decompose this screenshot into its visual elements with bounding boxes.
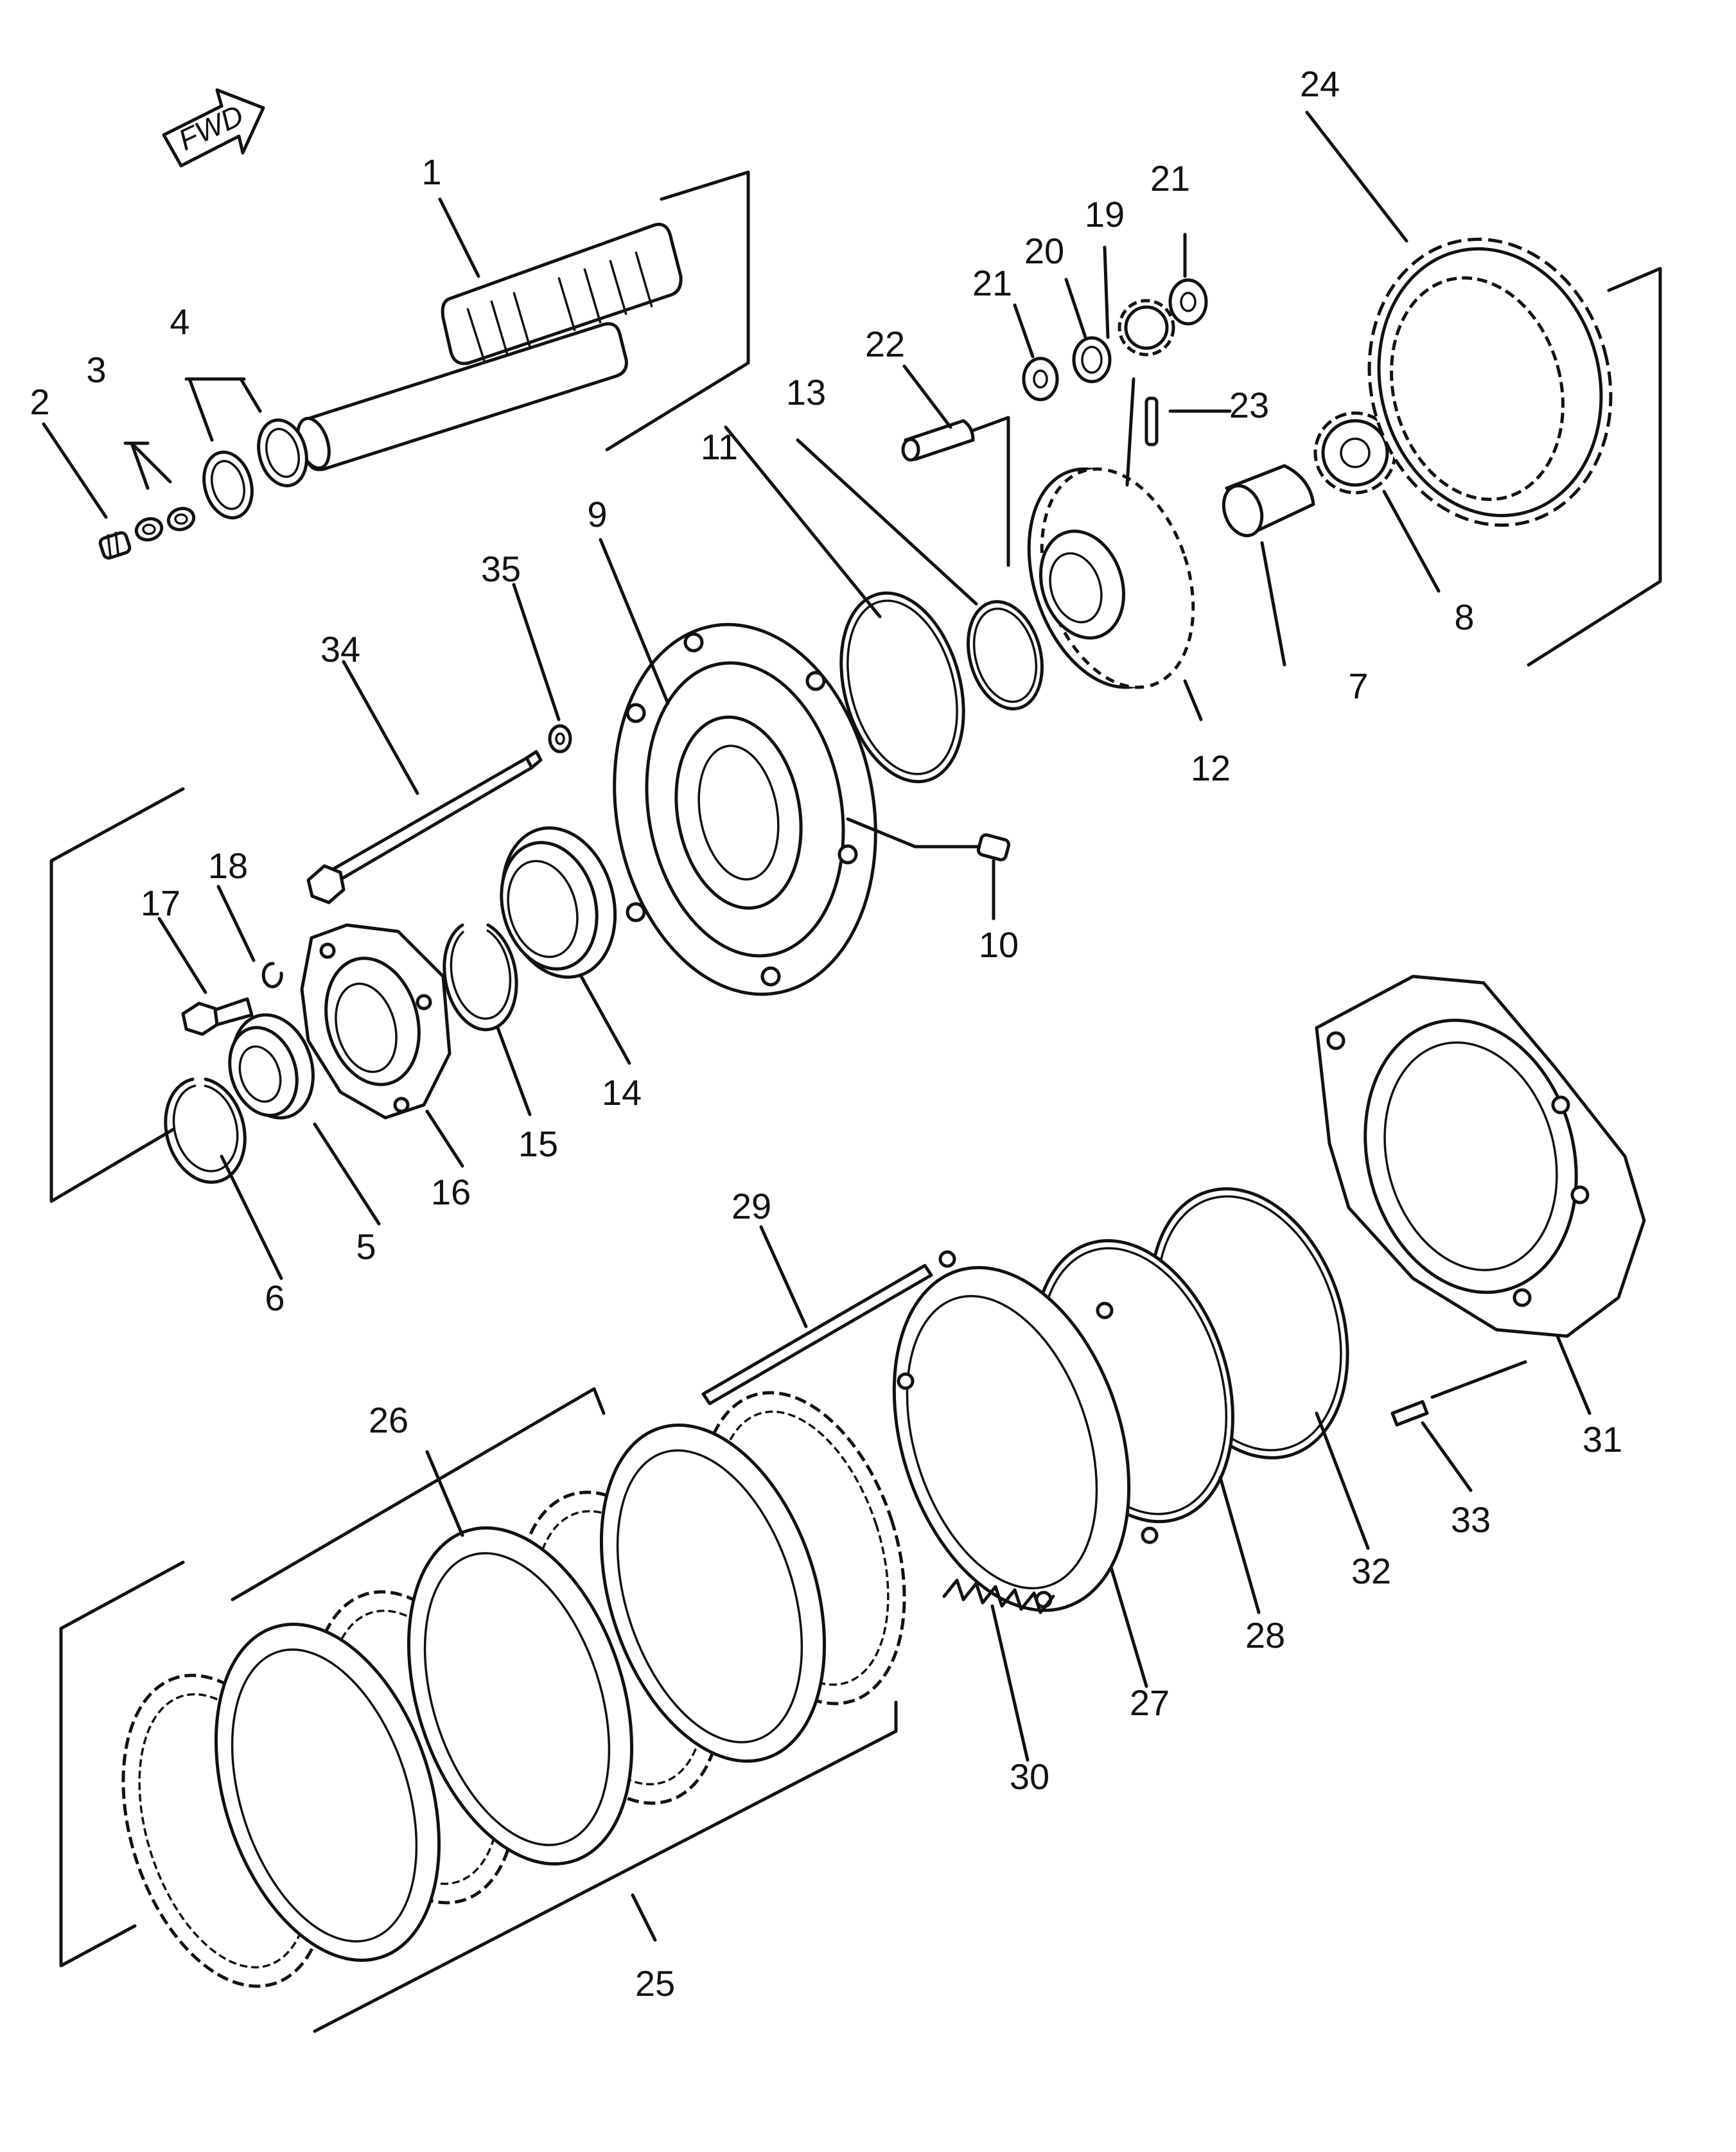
callout-10: 10 bbox=[979, 924, 1019, 965]
callout-26: 26 bbox=[369, 1400, 408, 1440]
callout-33: 33 bbox=[1451, 1499, 1491, 1540]
part-19-planet-gear bbox=[1118, 299, 1175, 357]
part-9-retainer-plate bbox=[613, 622, 877, 996]
part-8-sun-gear bbox=[1313, 411, 1397, 495]
part-26-steel-plates bbox=[214, 1423, 827, 1962]
part-12-planet-carrier bbox=[1027, 377, 1195, 689]
part-29-long-pin bbox=[701, 1264, 933, 1406]
part-7-bushing bbox=[1222, 464, 1315, 538]
callout-14: 14 bbox=[602, 1072, 642, 1113]
callout-23: 23 bbox=[1229, 385, 1269, 425]
callout-3: 3 bbox=[86, 349, 106, 390]
callout-5: 5 bbox=[356, 1226, 376, 1267]
part-31-brake-housing bbox=[1315, 975, 1646, 1338]
callout-6: 6 bbox=[265, 1278, 285, 1318]
part-15-snap-ring bbox=[443, 923, 518, 1032]
callout-15: 15 bbox=[518, 1124, 558, 1164]
callout-9: 9 bbox=[587, 494, 607, 534]
callout-21-a: 21 bbox=[972, 263, 1012, 303]
part-6-snap-ring bbox=[164, 1077, 247, 1184]
part-24-ring-gear bbox=[1367, 237, 1613, 527]
part-11-seal-ring bbox=[839, 591, 965, 784]
part-2-plug bbox=[98, 531, 132, 560]
callout-4: 4 bbox=[170, 301, 189, 342]
callout-29: 29 bbox=[732, 1186, 771, 1226]
callout-12: 12 bbox=[1191, 748, 1231, 788]
fwd-direction-arrow: FWD bbox=[162, 88, 265, 168]
callout-17: 17 bbox=[141, 883, 180, 923]
callout-19: 19 bbox=[1085, 194, 1125, 234]
part-18-lock-washer bbox=[261, 962, 283, 989]
part-34-long-bolt bbox=[306, 750, 543, 904]
leader-lines bbox=[42, 110, 1591, 1942]
callout-35: 35 bbox=[481, 549, 521, 589]
part-1-input-shaft bbox=[296, 222, 683, 472]
callout-24: 24 bbox=[1300, 64, 1340, 104]
callout-11: 11 bbox=[701, 427, 738, 467]
part-21-thrust-washer bbox=[1022, 357, 1059, 401]
part-16-bearing-cap bbox=[300, 923, 452, 1120]
callout-7: 7 bbox=[1348, 666, 1368, 706]
part-5-bearing bbox=[228, 1013, 315, 1120]
group-brackets bbox=[49, 170, 1662, 2033]
part-21-thrust-washer-2 bbox=[1168, 278, 1208, 326]
callout-13: 13 bbox=[786, 372, 826, 412]
part-14-bearing bbox=[500, 826, 617, 979]
callout-30: 30 bbox=[1010, 1756, 1049, 1797]
callout-numbers: 1 2 3 4 5 6 7 8 9 10 11 12 13 14 15 16 1… bbox=[30, 64, 1622, 2004]
callout-21-b: 21 bbox=[1150, 158, 1190, 198]
part-27-piston-plate bbox=[892, 1250, 1159, 1612]
part-10-plug bbox=[846, 817, 1011, 861]
part-35-washer bbox=[548, 724, 572, 754]
callout-32: 32 bbox=[1351, 1551, 1391, 1591]
callout-1: 1 bbox=[421, 152, 441, 192]
callout-34: 34 bbox=[320, 629, 360, 669]
callout-31: 31 bbox=[1583, 1419, 1622, 1460]
part-33-dowel-pin bbox=[1390, 1360, 1527, 1427]
part-3-washers bbox=[134, 507, 196, 542]
callout-22: 22 bbox=[865, 324, 905, 364]
part-23-lock-pin bbox=[1144, 396, 1159, 446]
part-17-bolt bbox=[181, 997, 254, 1036]
part-20-needle-bearing bbox=[1072, 336, 1112, 384]
callout-27: 27 bbox=[1130, 1682, 1170, 1723]
callout-16: 16 bbox=[431, 1172, 471, 1212]
callout-28: 28 bbox=[1245, 1615, 1285, 1655]
callout-2: 2 bbox=[30, 382, 49, 422]
part-30-spring bbox=[942, 1578, 1055, 1614]
callout-20: 20 bbox=[1024, 231, 1064, 271]
part-22-planet-pin bbox=[901, 416, 1010, 567]
part-4-seal-rings bbox=[202, 418, 308, 520]
part-13-seal-ring bbox=[966, 600, 1044, 710]
callout-18: 18 bbox=[208, 845, 248, 886]
callout-8: 8 bbox=[1454, 597, 1474, 637]
callout-25: 25 bbox=[635, 1963, 675, 2004]
